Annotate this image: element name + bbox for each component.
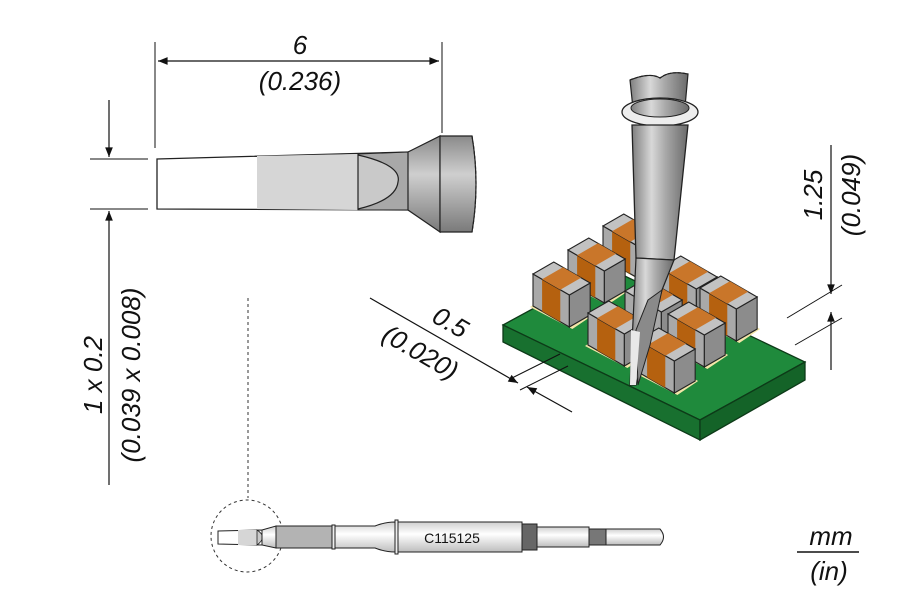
tip-bevel-face bbox=[635, 288, 663, 386]
overview-sleeve bbox=[334, 521, 396, 553]
gap-mm-label: 0.5 bbox=[427, 300, 474, 344]
extension-line bbox=[794, 317, 843, 346]
tip-bevel bbox=[357, 154, 399, 210]
break-line bbox=[471, 135, 477, 233]
tip-cone bbox=[407, 135, 441, 234]
break-line bbox=[629, 72, 689, 81]
tip-size-in-label: (0.039 x 0.008) bbox=[116, 288, 146, 463]
application-view bbox=[369, 72, 843, 442]
units-legend: mm (in) bbox=[797, 521, 859, 586]
capacitor bbox=[697, 275, 761, 343]
extension-line bbox=[511, 353, 561, 379]
extension-line bbox=[786, 284, 843, 319]
extension-line bbox=[519, 365, 569, 391]
units-primary-label: mm bbox=[809, 521, 852, 551]
gap-arrow-left bbox=[369, 297, 519, 384]
units-secondary-label: (in) bbox=[810, 556, 848, 586]
part-number-label: C115125 bbox=[424, 530, 480, 546]
tip-coated-zone bbox=[257, 154, 358, 210]
overview-band bbox=[521, 523, 538, 551]
tip-overview: C115125 bbox=[210, 499, 664, 573]
soldering-tip-3d bbox=[621, 72, 699, 386]
length-mm-label: 6 bbox=[293, 30, 308, 60]
height-in-label: (0.049) bbox=[836, 154, 866, 236]
capacitor bbox=[530, 261, 594, 329]
tip-size-mm-label: 1 x 0.2 bbox=[78, 335, 108, 414]
tip-collar bbox=[439, 135, 477, 233]
length-in-label: (0.236) bbox=[259, 66, 341, 96]
height-mm-label: 1.25 bbox=[798, 169, 828, 220]
tip-side-view bbox=[90, 42, 477, 498]
tip-barrel bbox=[631, 124, 689, 261]
overview-heater-section bbox=[275, 525, 333, 549]
overview-body bbox=[397, 521, 523, 553]
gap-arrow-right bbox=[526, 386, 573, 413]
